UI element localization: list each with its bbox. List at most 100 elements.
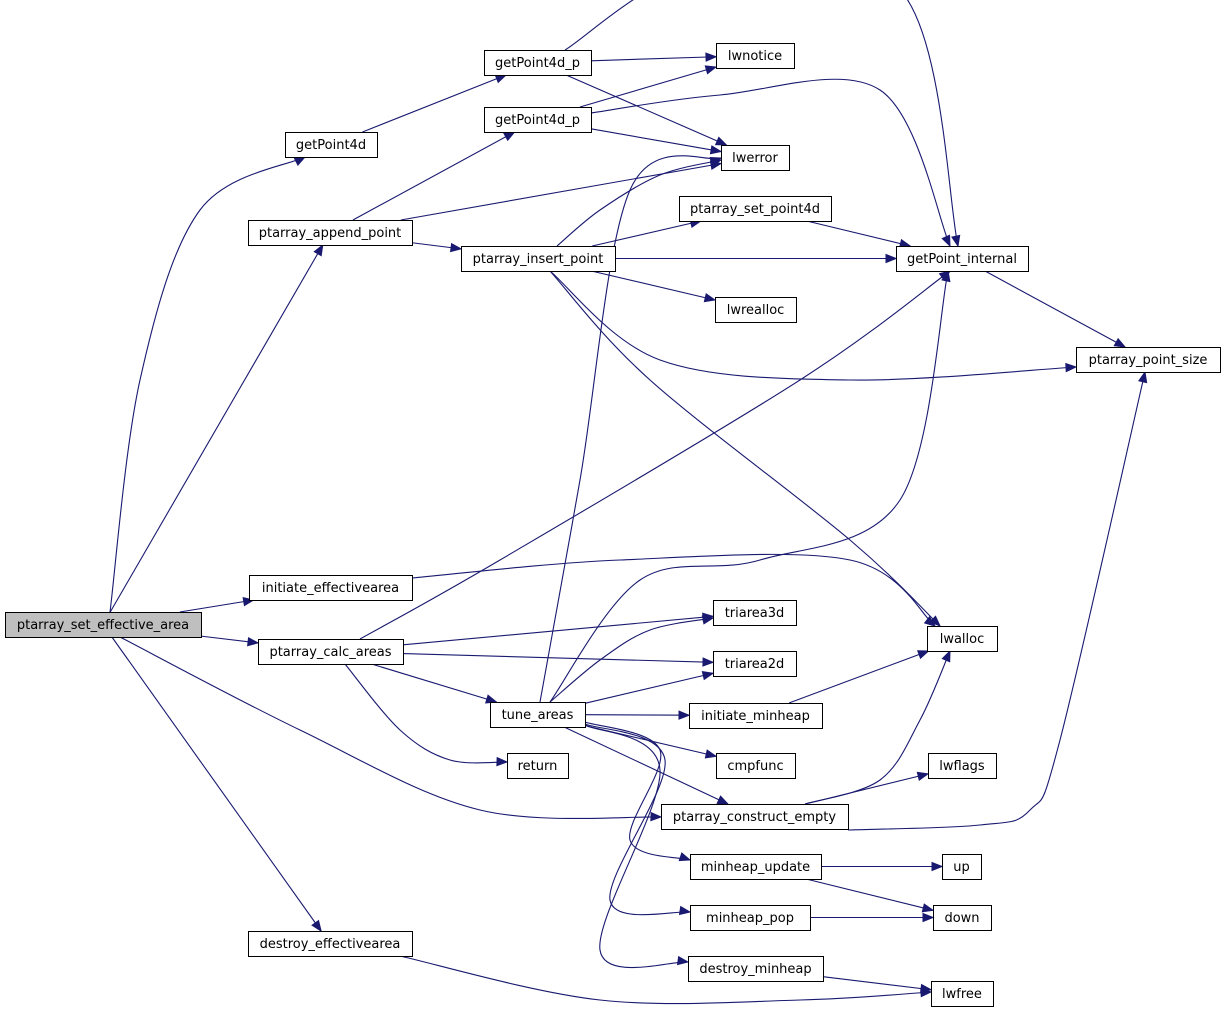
edge-ptarray-calc-areas-to-triarea2d [402, 653, 715, 667]
arrowhead [247, 636, 260, 647]
node-triarea2d[interactable]: triarea2d [713, 651, 797, 677]
node-getpoint4d[interactable]: getPoint4d [285, 132, 378, 158]
node-box [461, 246, 616, 272]
edge-tune-areas-to-ptarray-construct-empty [563, 726, 730, 805]
node-label: ptarray_calc_areas [269, 645, 391, 660]
edge-ptarray-set-effective-area-to-ptarray-construct-empty [119, 636, 663, 822]
edge-tune-areas-to-getpoint-internal [549, 269, 951, 703]
node-box [249, 575, 413, 601]
edge-ptarray-set-effective-area-to-ptarray-calc-areas [200, 635, 260, 647]
edge-tune-areas-to-minheap-pop [584, 723, 692, 916]
node-ptarray-point-size[interactable]: ptarray_point_size [1076, 347, 1221, 373]
arrowhead [678, 710, 691, 720]
node-box [931, 981, 994, 1007]
call-edges [109, 0, 1148, 1005]
arrowhead [702, 657, 715, 667]
node-ptarray-append-point[interactable]: ptarray_append_point [248, 220, 413, 246]
node-destroy-minheap[interactable]: destroy_minheap [688, 956, 824, 982]
node-label: cmpfunc [727, 759, 783, 774]
arrowhead [923, 615, 937, 627]
node-lwerror[interactable]: lwerror [721, 145, 790, 171]
node-destroy-effectivearea[interactable]: destroy_effectivearea [248, 931, 413, 957]
node-box [716, 753, 796, 779]
edge-tune-areas-to-triarea3d [549, 615, 715, 703]
node-label: ptarray_set_effective_area [17, 618, 189, 633]
node-initiate-effectivearea[interactable]: initiate_effectivearea [249, 575, 413, 601]
node-getpoint4d-p-b[interactable]: getPoint4d_p [484, 107, 592, 133]
arrowhead [931, 861, 944, 872]
edge-minheap-pop-to-down [810, 912, 935, 923]
arrowhead [1065, 362, 1078, 373]
node-getpoint-internal[interactable]: getPoint_internal [896, 246, 1029, 272]
edge-getpoint4d-p-b-to-getpoint-internal [590, 78, 951, 248]
node-label: return [518, 759, 558, 774]
arrowhead [676, 955, 690, 966]
edge-getpoint-internal-to-ptarray-point-size [984, 270, 1127, 348]
edge-getpoint4d-p-b-to-lwnotice [579, 65, 718, 108]
edge-destroy-minheap-to-lwfree [822, 976, 933, 994]
arrowhead [941, 269, 951, 283]
node-box [248, 931, 413, 957]
edge-tune-areas-to-initiate-minheap [584, 710, 691, 720]
node-box [715, 297, 797, 323]
edge-getpoint4d-p-a-to-getpoint-internal [564, 0, 961, 248]
edge-getpoint4d-p-a-to-lwnotice [590, 52, 718, 62]
node-ptarray-set-point4d[interactable]: ptarray_set_point4d [679, 196, 832, 222]
node-label: ptarray_append_point [259, 226, 402, 241]
node-label: lwerror [732, 151, 778, 166]
arrowhead [716, 795, 730, 805]
node-box [933, 905, 992, 931]
edge-ptarray-append-point-to-ptarray-insert-point [411, 242, 463, 253]
node-box [258, 639, 404, 665]
node-label: tune_areas [502, 708, 574, 723]
node-label: getPoint_internal [907, 252, 1017, 267]
edge-ptarray-construct-empty-to-ptarray-point-size [847, 370, 1148, 831]
node-ptarray-insert-point[interactable]: ptarray_insert_point [461, 246, 616, 272]
node-label: triarea2d [725, 657, 785, 672]
node-lwflags[interactable]: lwflags [928, 753, 997, 779]
arrowhead [701, 615, 715, 625]
node-ptarray-construct-empty[interactable]: ptarray_construct_empty [661, 804, 849, 830]
arrowhead [941, 649, 951, 663]
node-box [679, 196, 832, 222]
arrowhead [678, 905, 692, 916]
node-minheap-pop[interactable]: minheap_pop [690, 905, 811, 931]
node-label: destroy_effectivearea [260, 937, 401, 952]
arrowhead [921, 903, 935, 913]
node-minheap-update[interactable]: minheap_update [690, 854, 822, 880]
edge-ptarray-insert-point-to-lwrealloc [591, 270, 717, 303]
edge-ptarray-calc-areas-to-return [344, 663, 509, 767]
arrowhead [709, 157, 723, 166]
arrowhead [916, 650, 930, 660]
edge-tune-areas-to-destroy-minheap [584, 724, 690, 969]
node-tune-areas[interactable]: tune_areas [490, 702, 586, 728]
node-return[interactable]: return [507, 753, 569, 779]
node-box [690, 854, 822, 880]
node-box [285, 132, 378, 158]
node-triarea3d[interactable]: triarea3d [713, 600, 797, 626]
node-lwrealloc[interactable]: lwrealloc [715, 297, 797, 323]
node-label: lwalloc [940, 632, 985, 647]
node-lwnotice[interactable]: lwnotice [716, 43, 795, 69]
node-lwalloc[interactable]: lwalloc [927, 626, 998, 652]
node-initiate-minheap[interactable]: initiate_minheap [689, 703, 823, 729]
arrowhead [293, 156, 307, 166]
node-label: ptarray_construct_empty [673, 810, 836, 825]
node-ptarray-set-effective-area[interactable]: ptarray_set_effective_area [5, 612, 202, 638]
arrowhead [313, 243, 324, 257]
node-up[interactable]: up [942, 854, 982, 880]
node-cmpfunc[interactable]: cmpfunc [716, 753, 796, 779]
node-box [1076, 347, 1221, 373]
arrowhead [704, 65, 718, 75]
edge-ptarray-construct-empty-to-lwflags [805, 771, 930, 805]
node-box [690, 905, 811, 931]
node-label: ptarray_insert_point [473, 252, 604, 267]
node-getpoint4d-p-a[interactable]: getPoint4d_p [484, 50, 592, 76]
node-lwfree[interactable]: lwfree [931, 981, 994, 1007]
node-ptarray-calc-areas[interactable]: ptarray_calc_areas [258, 639, 404, 665]
node-box [928, 753, 997, 779]
arrowhead [920, 983, 933, 994]
node-box [661, 804, 849, 830]
node-down[interactable]: down [933, 905, 992, 931]
